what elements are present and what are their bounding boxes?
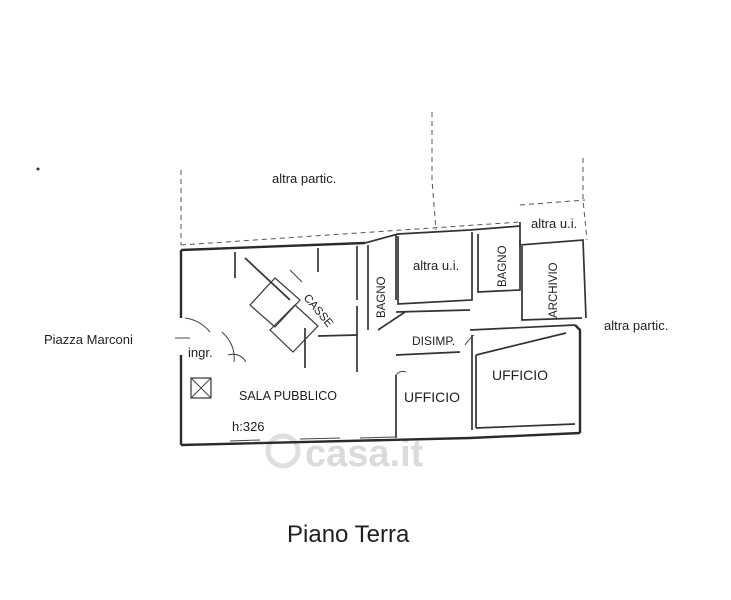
door-casse: [289, 269, 303, 283]
watermark-logo-icon: [265, 433, 301, 469]
door-ingr: [227, 353, 247, 363]
window-bottom-3: [359, 436, 396, 439]
label-bagno-2: BAGNO: [497, 245, 509, 287]
boundary-right-top: [582, 158, 588, 241]
label-piazza-marconi: Piazza Marconi: [44, 332, 133, 347]
plan-title: Piano Terra: [287, 521, 410, 548]
outer-wall-right-upper: [519, 222, 587, 319]
wall-ufficio2-bottom: [475, 423, 576, 429]
label-ingr: ingr.: [188, 345, 213, 360]
wall-casse-bottom: [317, 334, 358, 337]
fixtures: [190, 377, 396, 442]
outer-wall-top-mid: [364, 225, 521, 244]
label-altra-ui-right: altra u.i.: [531, 216, 577, 231]
wall-disimp-diag: [377, 311, 406, 331]
window-bottom-2: [299, 437, 341, 440]
door-disimp: [464, 334, 475, 346]
door-ufficio1: [395, 370, 407, 376]
label-bagno-1: BAGNO: [376, 276, 388, 318]
boundary-center-top: [431, 112, 437, 231]
wall-ufficio-top: [395, 351, 461, 356]
doors: [175, 269, 475, 376]
label-sala-pubblico: SALA PUBBLICO: [239, 389, 337, 403]
stray-dot: [36, 167, 40, 171]
door-entrance-2: [221, 331, 235, 363]
boundary-top-edge: [180, 221, 521, 246]
label-altra-partic-top: altra partic.: [272, 171, 336, 186]
wall-ufficio2-top: [475, 332, 567, 356]
outer-walls: [179, 222, 587, 447]
label-disimp: DISIMP.: [412, 334, 455, 348]
boundary-lines: [180, 112, 588, 246]
window-bottom-1: [229, 439, 261, 442]
label-casse: CASSE: [301, 292, 335, 330]
elevator-box: [190, 377, 212, 399]
outer-wall-bottom: [180, 431, 581, 447]
label-height: h:326: [232, 419, 265, 434]
wall-archivio: [521, 246, 583, 321]
wall-casse-diag: [244, 257, 291, 301]
elevator-cross-2: [190, 377, 212, 399]
wall-bagno2: [477, 234, 521, 293]
room-labels: altra partic. altra u.i. altra u.i. altr…: [44, 171, 668, 434]
counter-block-1: [249, 277, 301, 328]
label-ufficio-1: UFFICIO: [404, 389, 460, 405]
outer-wall-top-left: [180, 241, 366, 252]
boundary-right-upper: [519, 199, 586, 206]
label-altra-partic-right: altra partic.: [604, 318, 668, 333]
door-entrance: [184, 317, 211, 333]
label-altra-ui-center: altra u.i.: [413, 258, 459, 273]
label-ufficio-2: UFFICIO: [492, 367, 548, 383]
label-archivio: ARCHIVIO: [548, 262, 560, 318]
outer-wall-right-mid: [469, 324, 576, 331]
counter-block-2: [269, 304, 319, 353]
outer-wall-right-lower: [574, 324, 582, 433]
wall-corridor-top: [395, 309, 471, 313]
casse-counter: [249, 277, 319, 353]
wall-altra-ui-center: [397, 232, 473, 305]
interior-walls: [234, 232, 583, 438]
